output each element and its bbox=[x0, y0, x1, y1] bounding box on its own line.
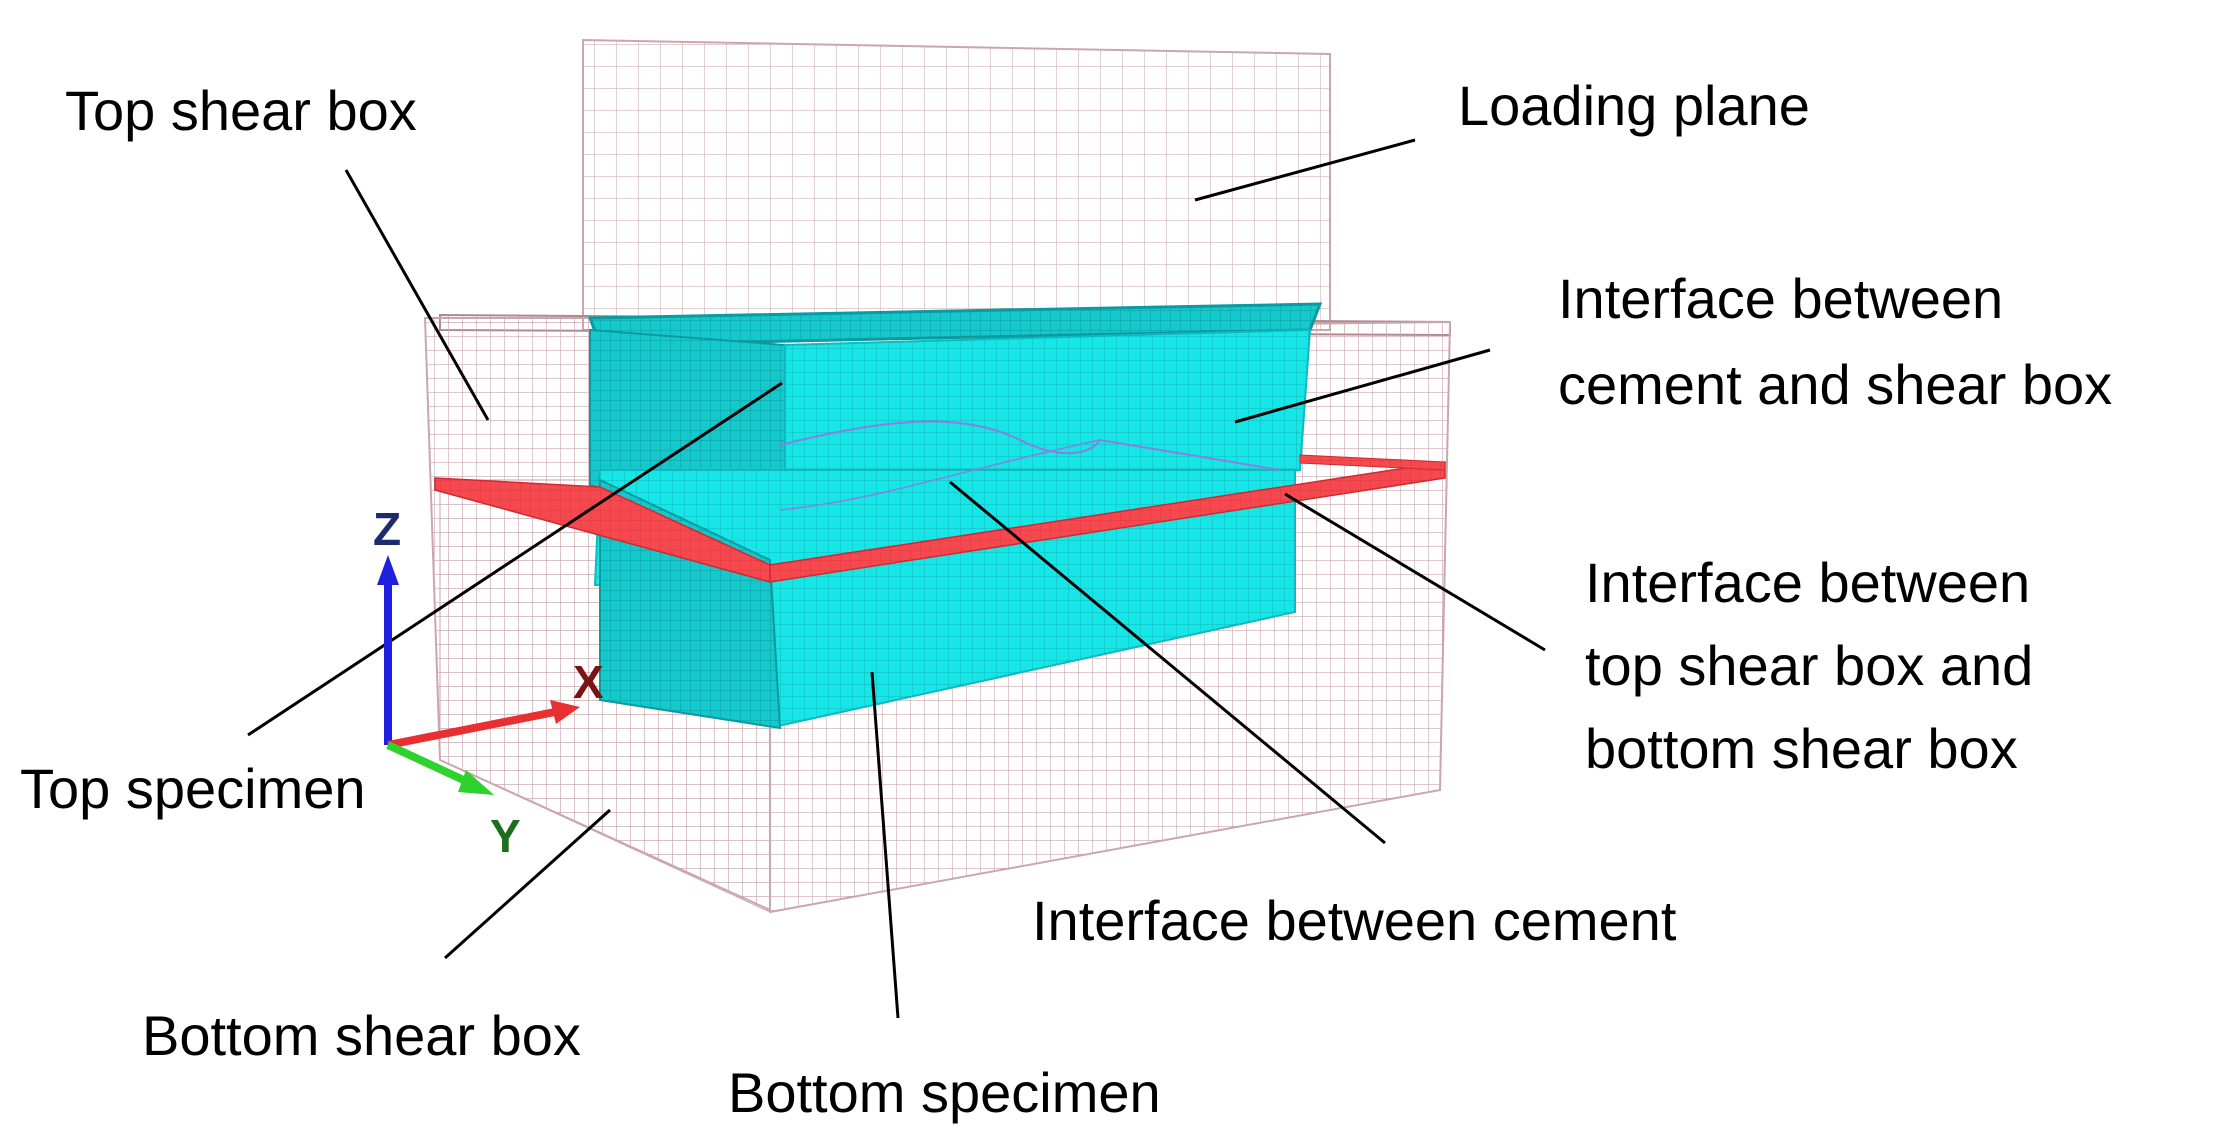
label-bottom-specimen: Bottom specimen bbox=[728, 1061, 1161, 1124]
z-axis-arrowhead bbox=[377, 555, 399, 585]
label-interface-cement-shear-box-line2: cement and shear box bbox=[1558, 353, 2112, 416]
label-interface-cement-shear-box-line1: Interface between bbox=[1558, 267, 2003, 330]
callout-labels: Top shear box Loading plane Interface be… bbox=[20, 74, 2112, 1124]
loading-plane-mesh bbox=[582, 38, 1331, 331]
leader-interface-cement bbox=[949, 480, 1386, 845]
y-axis-line bbox=[386, 741, 472, 787]
shear-box-interface-band bbox=[434, 454, 1446, 583]
y-axis-label: Y bbox=[490, 810, 521, 862]
x-axis-label: X bbox=[573, 656, 604, 708]
leader-interface-cement-shear-box bbox=[1234, 348, 1491, 424]
y-axis-arrowhead bbox=[458, 770, 494, 795]
label-interface-shear-boxes-line3: bottom shear box bbox=[1585, 717, 2018, 780]
leader-interface-shear-boxes bbox=[1284, 492, 1546, 652]
label-interface-cement: Interface between cement bbox=[1032, 889, 1677, 952]
label-interface-shear-boxes-line2: top shear box and bbox=[1585, 634, 2033, 697]
leader-top-shear-box bbox=[344, 169, 490, 421]
leader-top-specimen bbox=[247, 381, 783, 737]
label-bottom-shear-box: Bottom shear box bbox=[142, 1004, 581, 1067]
label-top-shear-box: Top shear box bbox=[65, 79, 417, 142]
leader-lines bbox=[247, 138, 1546, 1019]
specimen-block bbox=[587, 302, 1323, 730]
leader-loading-plane bbox=[1194, 138, 1416, 202]
leader-bottom-shear-box bbox=[443, 808, 612, 960]
x-axis-line bbox=[387, 708, 556, 749]
label-top-specimen: Top specimen bbox=[20, 757, 366, 820]
z-axis-label: Z bbox=[373, 503, 401, 555]
leader-bottom-specimen bbox=[870, 671, 900, 1019]
label-loading-plane: Loading plane bbox=[1458, 74, 1810, 137]
label-interface-shear-boxes-line1: Interface between bbox=[1585, 551, 2030, 614]
x-axis-arrowhead bbox=[550, 700, 580, 724]
coordinate-axes: Z X Y bbox=[373, 503, 604, 862]
